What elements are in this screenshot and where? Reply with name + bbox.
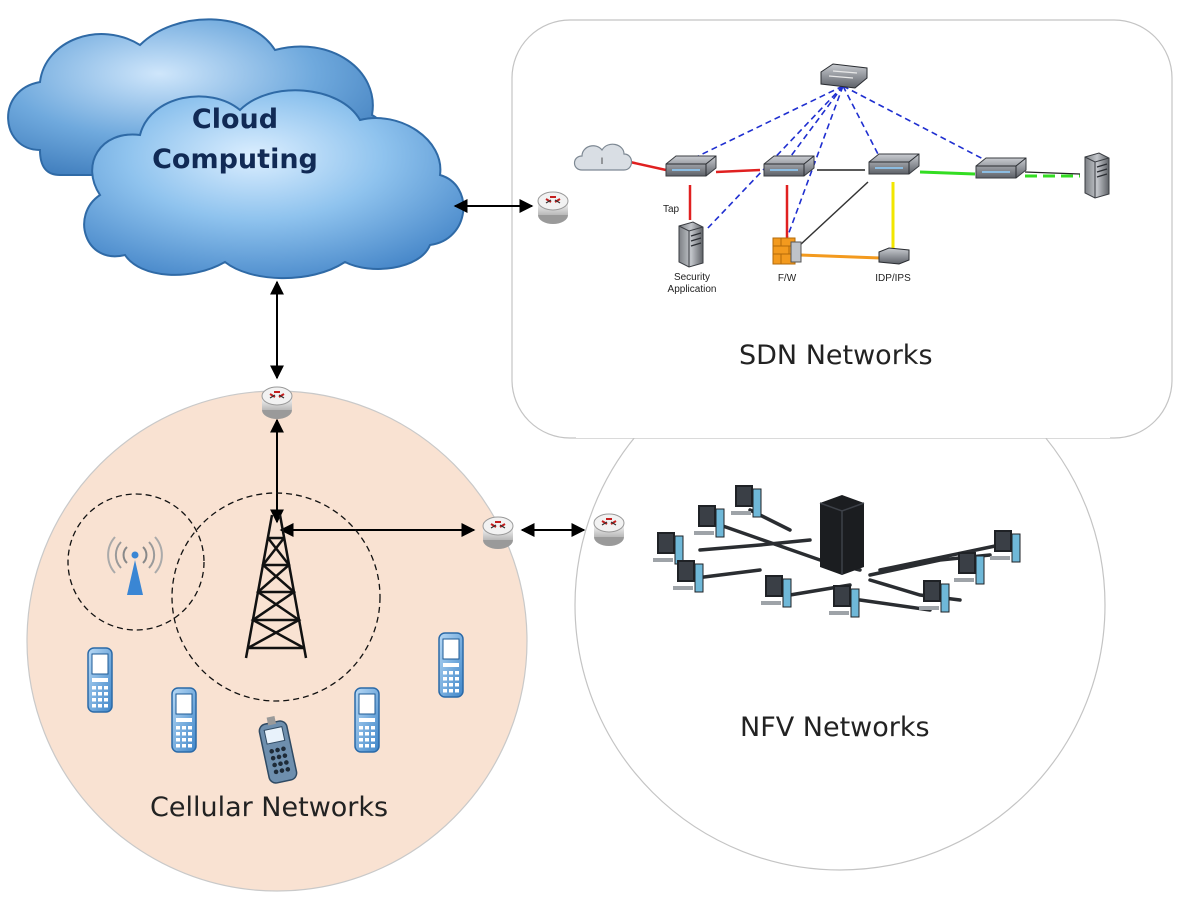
sdn-networks-title: SDN Networks xyxy=(739,340,933,371)
cloud-title-line2: Computing xyxy=(152,144,318,175)
switch-icon xyxy=(820,63,868,89)
switch-icon xyxy=(975,157,1027,179)
desktop-computer-icon xyxy=(730,484,762,518)
desktop-computer-icon xyxy=(652,531,684,565)
sdn-idp-label: IDP/IPS xyxy=(875,273,911,284)
desktop-computer-icon xyxy=(693,504,725,538)
nfv-networks-title: NFV Networks xyxy=(740,712,930,743)
mobile-phone-icon xyxy=(258,715,298,784)
desktop-computer-icon xyxy=(918,579,950,613)
sdn-tap-label: Tap xyxy=(663,204,680,215)
mobile-phone-icon xyxy=(87,647,113,713)
desktop-computer-icon xyxy=(760,574,792,608)
server-icon xyxy=(819,495,865,575)
cellular-networks-title: Cellular Networks xyxy=(150,792,389,823)
svg-text:I: I xyxy=(601,156,604,166)
router-icon xyxy=(261,386,293,420)
mobile-phone-icon xyxy=(438,632,464,698)
server-icon xyxy=(1084,152,1110,199)
firewall-icon xyxy=(772,237,802,265)
router-icon xyxy=(593,513,625,547)
desktop-computer-icon xyxy=(672,559,704,593)
cell-coverage-small xyxy=(67,493,205,631)
desktop-computer-icon xyxy=(953,551,985,585)
router-icon xyxy=(537,191,569,225)
sdn-topology: I xyxy=(573,63,1110,268)
nfv-topology xyxy=(652,484,1021,618)
switch-icon xyxy=(763,155,815,177)
desktop-computer-icon xyxy=(828,584,860,618)
ids-appliance-icon xyxy=(878,247,910,265)
sdn-security-label-line2: Application xyxy=(668,284,717,295)
router-icon xyxy=(482,516,514,550)
cloud-title-line1: Cloud xyxy=(191,104,279,135)
switch-icon xyxy=(868,153,920,175)
desktop-computer-icon xyxy=(989,529,1021,563)
mobile-phone-icon xyxy=(354,687,380,753)
server-icon xyxy=(678,221,704,268)
cloud-computing-title: Cloud Computing xyxy=(140,100,330,180)
access-point-icon xyxy=(107,536,163,595)
cloud-icon: I xyxy=(573,143,633,171)
cell-coverage-large xyxy=(171,492,381,702)
sdn-fw-label: F/W xyxy=(778,273,797,284)
switch-icon xyxy=(665,155,717,177)
sdn-security-label-line1: Security xyxy=(674,272,710,283)
cell-tower-icon xyxy=(244,514,308,659)
cloud-icon xyxy=(7,18,465,280)
mobile-phone-icon xyxy=(171,687,197,753)
